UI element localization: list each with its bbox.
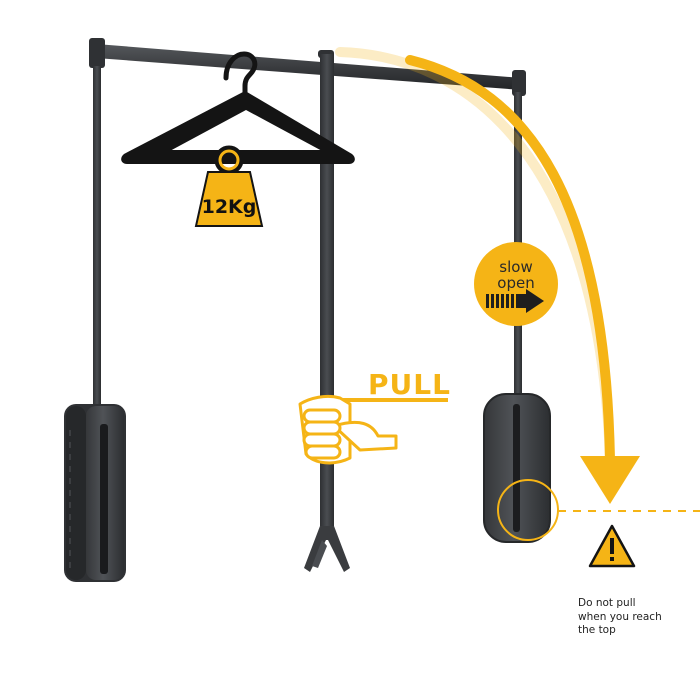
hand-pull-icon: PULL (298, 368, 451, 465)
weight-label: 12Kg (202, 196, 257, 218)
slow-open-line2: open (497, 274, 534, 292)
pull-label: PULL (368, 368, 451, 401)
warning-line1: Do not pull (578, 597, 636, 609)
warning-note: Do not pull when you reach the top (578, 597, 696, 638)
warning-line3: the top (578, 624, 616, 636)
slow-open-badge: slow open (474, 242, 558, 326)
weight-icon: 12Kg (194, 145, 264, 227)
pull-handle-bar (304, 50, 350, 572)
warning-icon (588, 524, 636, 568)
hanger-icon (121, 51, 355, 164)
left-arm (93, 66, 101, 414)
right-damper-housing (483, 393, 551, 543)
slow-open-line1: slow (499, 258, 532, 276)
top-rail (89, 38, 526, 96)
warning-line2: when you reach (578, 610, 662, 623)
slow-open-arrow-icon (486, 289, 544, 313)
left-damper-housing (64, 404, 126, 582)
motion-arrow-icon (335, 47, 640, 504)
